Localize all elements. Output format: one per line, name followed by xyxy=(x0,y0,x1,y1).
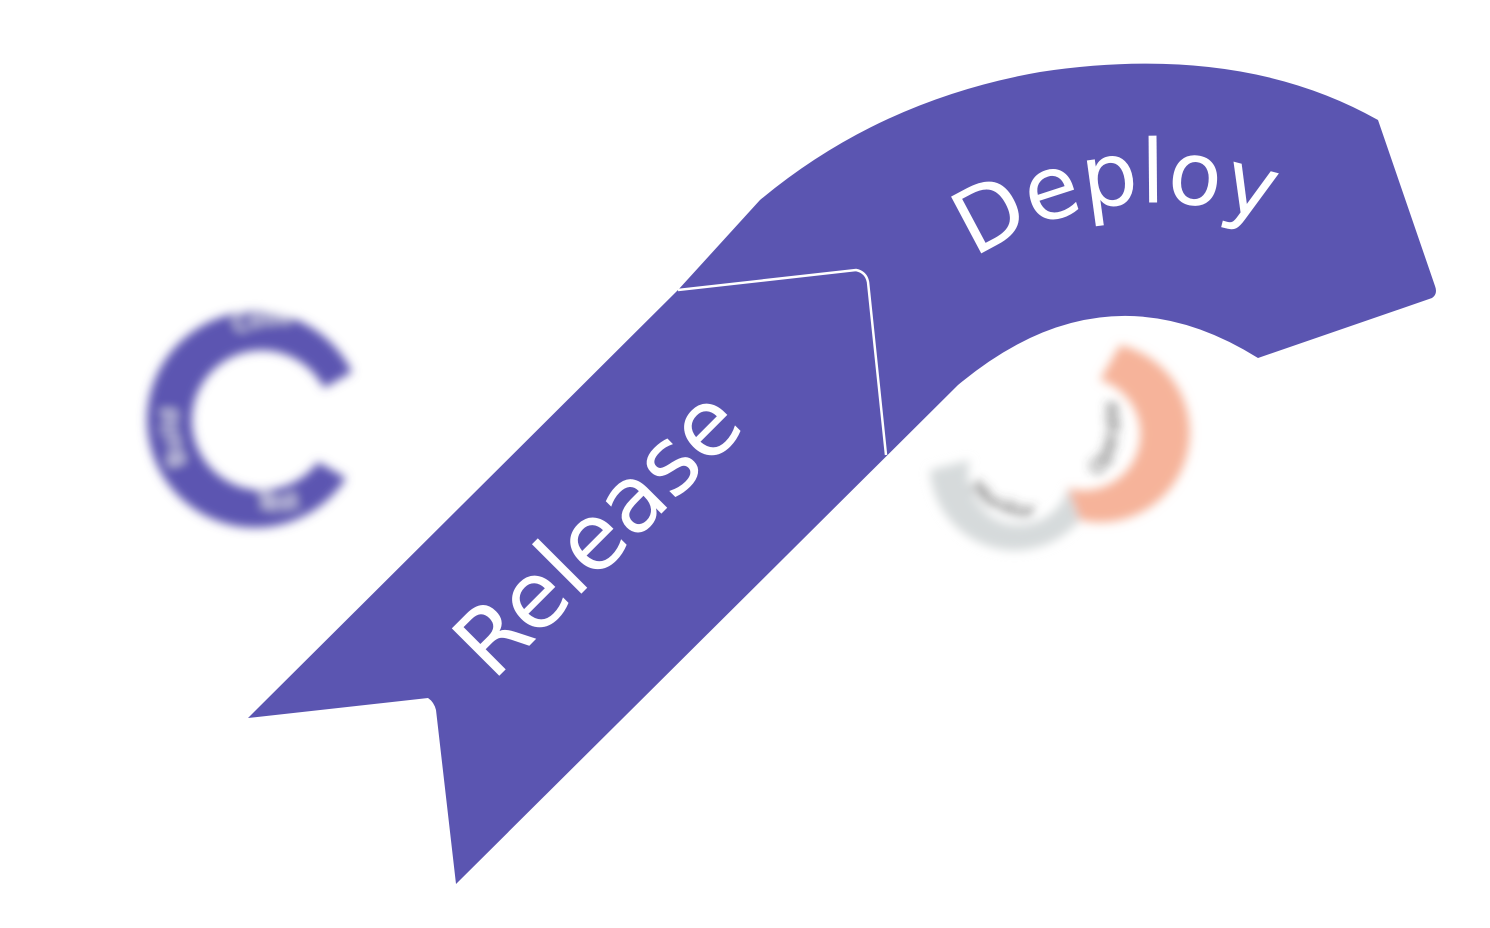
operate-segment xyxy=(1068,345,1190,523)
ring-label-test: Test xyxy=(255,488,301,516)
ribbon-body xyxy=(248,63,1436,884)
left-cycle-ring: Code Build Test xyxy=(147,304,352,528)
left-ring-shape xyxy=(147,311,352,528)
monitor-segment xyxy=(930,460,1080,551)
ring-label-operate: Operate xyxy=(1084,399,1125,479)
ribbon: Release Deploy xyxy=(248,63,1436,884)
ribbon-fold-line xyxy=(677,268,888,456)
